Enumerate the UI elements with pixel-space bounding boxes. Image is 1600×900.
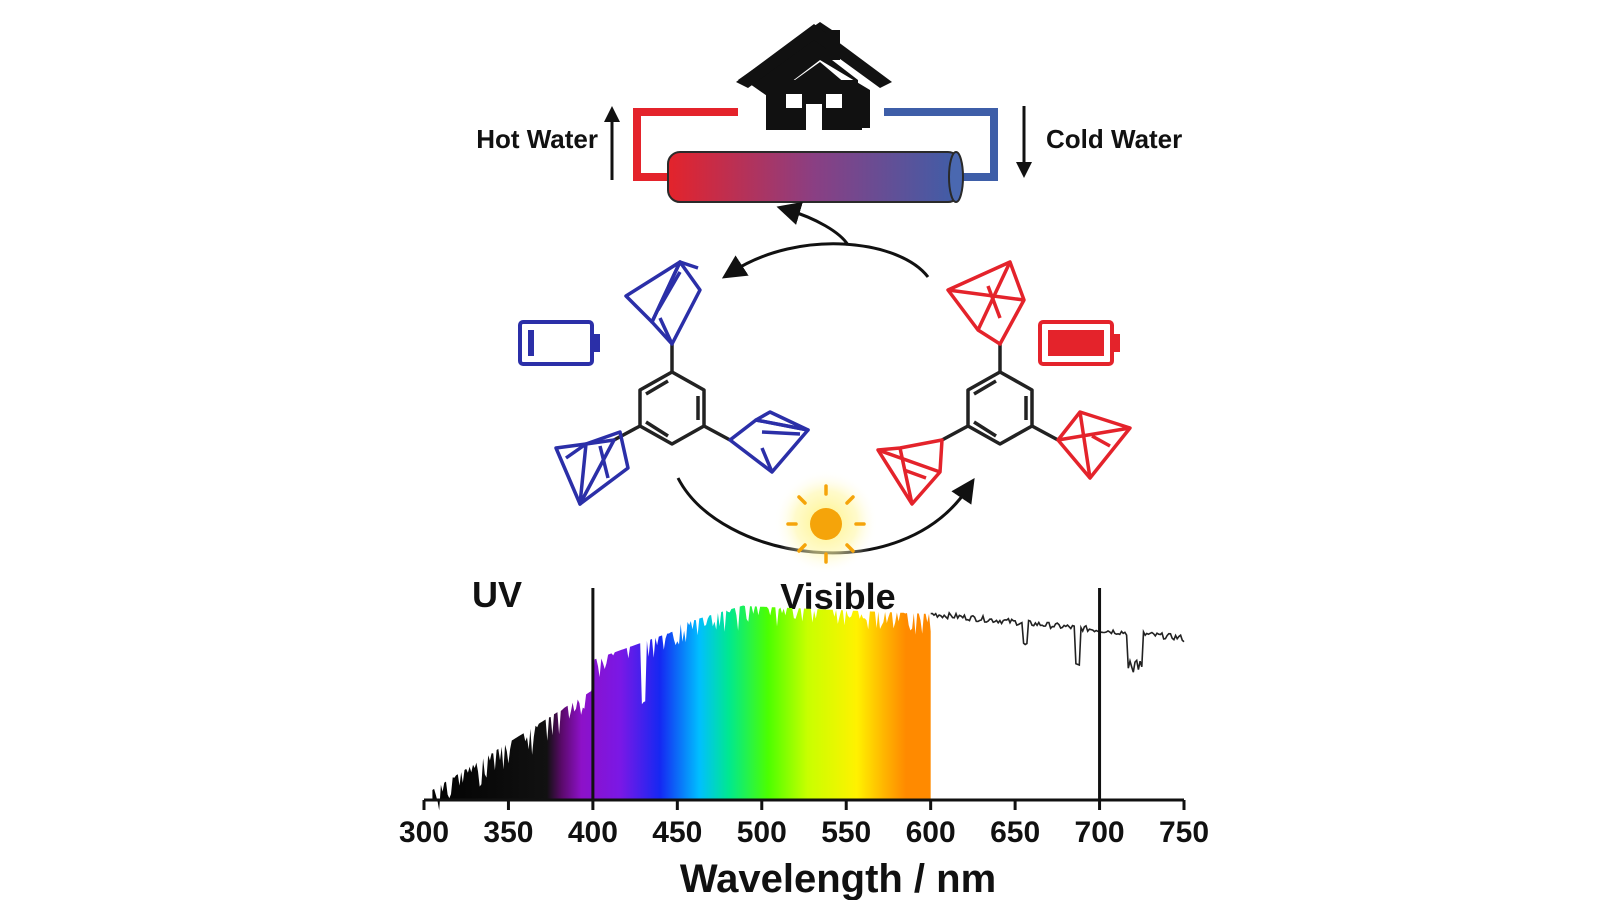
hot-water-label: Hot Water: [476, 124, 598, 154]
cold-water-label: Cold Water: [1046, 124, 1182, 154]
spectrum-fill: [432, 605, 931, 811]
visible-label: Visible: [780, 576, 895, 617]
solar-spectrum: [432, 605, 1185, 811]
x-tick-label: 750: [1159, 816, 1209, 849]
battery-empty-icon: [518, 320, 600, 366]
storage-tank: [667, 151, 964, 203]
battery-full-icon: [1038, 320, 1120, 366]
x-tick-label: 600: [906, 816, 956, 849]
uv-label: UV: [472, 574, 522, 615]
quadricyclane-molecule: [876, 260, 1132, 506]
hot-water-pipe: [633, 108, 738, 181]
heat-release-arrow: [721, 201, 930, 279]
norbornadiene-molecule: [554, 260, 810, 506]
x-tick-label: 650: [990, 816, 1040, 849]
sun-icon: [774, 470, 878, 574]
x-tick-label: 500: [737, 816, 787, 849]
x-tick-label: 400: [568, 816, 618, 849]
x-axis: 300 350 400 450 500 550 600 650 700 750: [399, 798, 1209, 849]
hot-water-up-arrow-icon: [604, 106, 620, 180]
spectrum-ir-trace: [930, 611, 1185, 673]
x-tick-label: 450: [652, 816, 702, 849]
x-axis-title: Wavelength / nm: [680, 857, 996, 900]
cold-water-pipe: [884, 108, 998, 181]
x-tick-label: 300: [399, 816, 449, 849]
house-icon: [736, 22, 892, 130]
x-tick-label: 700: [1075, 816, 1125, 849]
x-tick-label: 550: [821, 816, 871, 849]
x-tick-label: 350: [483, 816, 533, 849]
cold-water-down-arrow-icon: [1016, 106, 1032, 178]
